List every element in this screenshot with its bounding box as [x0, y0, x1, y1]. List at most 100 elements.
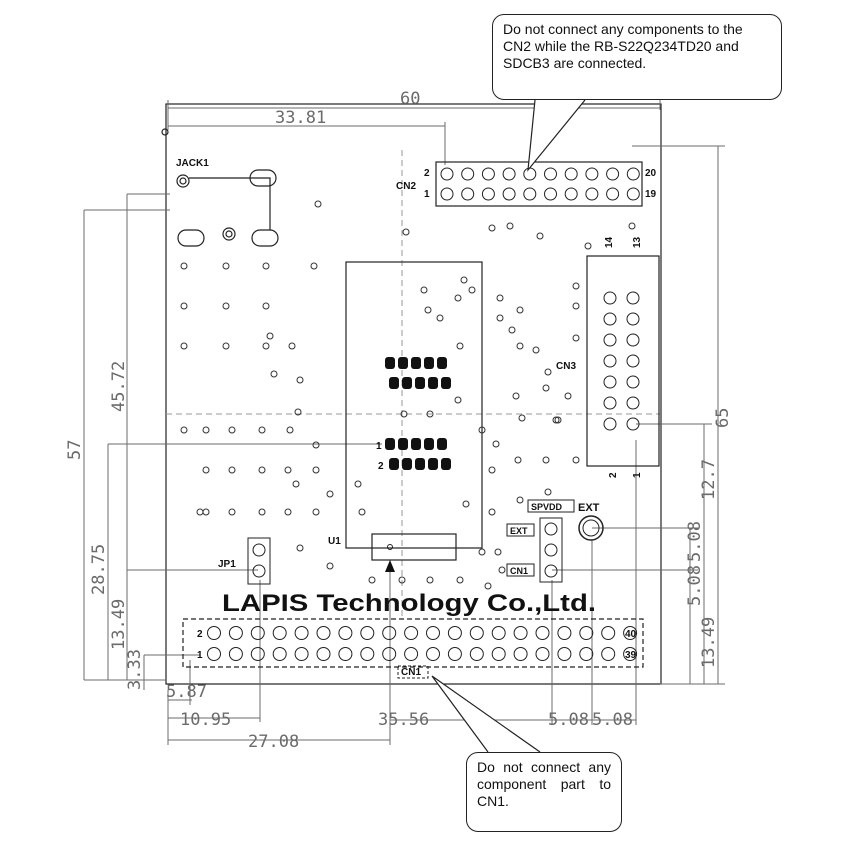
- cn2-pin-hole: [440, 167, 454, 181]
- dim-35-56: 35.56: [378, 710, 429, 730]
- via-hole: [572, 302, 580, 310]
- jp1-jumper: [247, 537, 271, 585]
- cn2-pin-hole: [481, 187, 495, 201]
- via-hole: [358, 508, 366, 516]
- cn1-pin-hole: [338, 626, 353, 640]
- cn2-pin-hole: [502, 167, 516, 181]
- cn3-pin-hole: [603, 396, 617, 410]
- via-hole: [228, 508, 236, 516]
- u1-connector: [371, 533, 457, 561]
- cn1-pin-hole: [360, 647, 375, 661]
- cn3-pin-hole: [626, 333, 640, 347]
- cn1-pin-hole: [557, 626, 572, 640]
- cn1-pin-hole: [250, 647, 265, 661]
- cn1-pin-hole: [426, 647, 440, 661]
- cn1-pin-hole: [207, 647, 221, 661]
- cn1-pin-hole: [601, 647, 616, 661]
- via-hole: [542, 456, 550, 464]
- cn3-pin14: 14: [604, 236, 615, 248]
- via-hole: [284, 466, 292, 474]
- cn1-pin-hole: [294, 647, 309, 661]
- cn2-pin-hole: [440, 187, 454, 201]
- cn1-pin-hole: [228, 647, 243, 661]
- cn1-pin-hole: [404, 626, 419, 640]
- jp1-label: JP1: [218, 559, 236, 570]
- cn2-pin-hole: [523, 167, 537, 181]
- manufacturer-logo: LAPIS Technology Co.,Ltd.: [222, 590, 596, 617]
- pcb-outline: [165, 103, 662, 685]
- cn3-label: CN3: [556, 361, 576, 372]
- via-hole: [468, 286, 476, 294]
- cn2-pin-hole: [626, 187, 640, 201]
- via-hole: [484, 582, 492, 590]
- cn2-pin2: 2: [424, 168, 430, 179]
- via-hole: [294, 408, 302, 416]
- cn1-pin-hole: [447, 626, 462, 640]
- via-hole: [516, 342, 524, 350]
- via-hole: [456, 342, 464, 350]
- cn2-pin-hole: [585, 167, 599, 181]
- cn1-pin-hole: [382, 647, 397, 661]
- cn3-pin-hole: [626, 354, 640, 368]
- via-hole: [228, 426, 236, 434]
- via-hole: [312, 466, 320, 474]
- via-hole: [498, 566, 506, 574]
- cn2-pin-hole: [564, 167, 578, 181]
- via-hole: [436, 314, 444, 322]
- via-hole: [496, 314, 504, 322]
- via-hole: [488, 466, 496, 474]
- dim-28-75: 28.75: [89, 544, 109, 595]
- via-hole: [312, 508, 320, 516]
- via-hole: [542, 384, 550, 392]
- cn1-pin40: 40: [625, 629, 637, 640]
- spvdd-box: [527, 499, 575, 513]
- via-hole: [266, 332, 274, 340]
- via-hole: [354, 480, 362, 488]
- cn1-pin-hole: [338, 647, 353, 661]
- via-hole: [180, 302, 188, 310]
- spvdd-jumper: [539, 517, 563, 583]
- via-hole: [544, 368, 552, 376]
- cn2-warning-callout: Do not connect any components to the CN2…: [492, 14, 782, 100]
- spvdd-label: SPVDD: [531, 502, 563, 512]
- cn1-pin2: 2: [197, 629, 203, 640]
- dim-60: 60: [400, 89, 420, 109]
- via-hole: [454, 396, 462, 404]
- via-hole: [572, 334, 580, 342]
- via-hole: [258, 508, 266, 516]
- via-hole: [426, 410, 434, 418]
- u1-pin1: 1: [376, 441, 382, 452]
- via-hole: [202, 466, 210, 474]
- via-hole: [284, 508, 292, 516]
- dim-13-49-right: 13.49: [699, 617, 719, 668]
- cn1-pin-hole: [228, 626, 243, 640]
- cn1-pin-hole: [469, 647, 484, 661]
- via-hole: [544, 488, 552, 496]
- via-hole: [180, 426, 188, 434]
- via-hole: [400, 410, 408, 418]
- via-hole: [584, 242, 592, 250]
- via-hole: [262, 302, 270, 310]
- u1-arrow: [385, 560, 395, 572]
- cn1-pin-hole: [601, 626, 616, 640]
- via-hole: [228, 466, 236, 474]
- via-hole: [314, 200, 322, 208]
- via-hole: [288, 342, 296, 350]
- via-hole: [514, 456, 522, 464]
- vias: [180, 200, 636, 590]
- via-hole: [202, 426, 210, 434]
- cn2-header: [435, 161, 643, 207]
- via-hole: [456, 576, 464, 584]
- dim-10-95: 10.95: [180, 710, 231, 730]
- cn3-pin2: 2: [608, 472, 619, 478]
- cn3-header: [586, 255, 660, 467]
- cn3-pin-hole: [603, 291, 617, 305]
- cn2-pin-hole: [544, 167, 557, 181]
- cn1-box-label: CN1: [510, 566, 528, 576]
- via-hole: [222, 342, 230, 350]
- cn2-pin1: 1: [424, 189, 430, 200]
- cn3-pin-hole: [626, 312, 640, 326]
- cn3-pin-hole: [626, 396, 640, 410]
- dim-3-33: 3.33: [125, 649, 145, 690]
- jack1-label: JACK1: [176, 158, 209, 169]
